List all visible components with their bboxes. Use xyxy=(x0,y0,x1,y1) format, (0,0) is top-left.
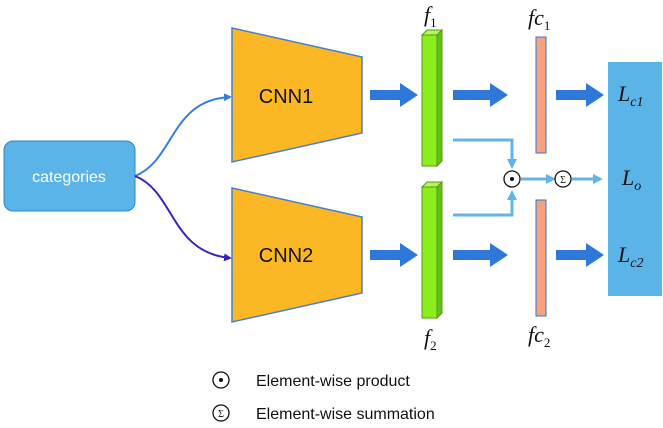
categories-label: categories xyxy=(32,169,106,186)
legend-product-icon xyxy=(212,371,230,389)
f2-label: f2 xyxy=(424,325,437,353)
fc2-layer xyxy=(535,199,547,317)
loss-lo-label: Lo xyxy=(621,165,641,194)
fc1-layer xyxy=(535,36,547,154)
arrow-fc1-to-lc1 xyxy=(556,83,604,107)
arrow-cnn2-to-f2 xyxy=(370,243,418,267)
legend-product-label: Element-wise product xyxy=(256,373,410,390)
arrow-fc2-to-lc2 xyxy=(556,243,604,267)
cnn1-block xyxy=(231,27,363,163)
loss-lc1-label: Lc1 xyxy=(617,81,643,110)
cnn2-label: CNN2 xyxy=(259,245,313,267)
f2-feature-bar xyxy=(420,180,444,320)
loss-lc2-label: Lc2 xyxy=(617,242,643,271)
svg-text:Σ: Σ xyxy=(218,409,224,420)
arrow-f1-to-fc1 xyxy=(453,83,508,107)
summation-operator-icon: Σ xyxy=(554,170,572,188)
fc1-label: fc1 xyxy=(528,5,550,33)
connector-to-cnn1 xyxy=(134,93,232,177)
connector-to-cnn2 xyxy=(134,175,232,262)
arrow-f1-to-product xyxy=(453,138,517,169)
legend-summation-icon: Σ xyxy=(212,404,230,422)
svg-text:Σ: Σ xyxy=(560,175,566,186)
cnn2-block xyxy=(231,187,363,323)
legend-summation-label: Element-wise summation xyxy=(256,406,435,423)
arrow-f2-to-product xyxy=(453,190,517,217)
cnn1-label: CNN1 xyxy=(259,86,313,108)
loss-panel xyxy=(608,62,662,296)
f1-feature-bar xyxy=(420,28,444,168)
f1-label: f1 xyxy=(424,2,437,30)
product-operator-icon xyxy=(503,170,521,188)
arrow-f2-to-fc2 xyxy=(453,243,508,267)
arrow-cnn1-to-f1 xyxy=(370,83,418,107)
fc2-label: fc2 xyxy=(528,322,550,350)
